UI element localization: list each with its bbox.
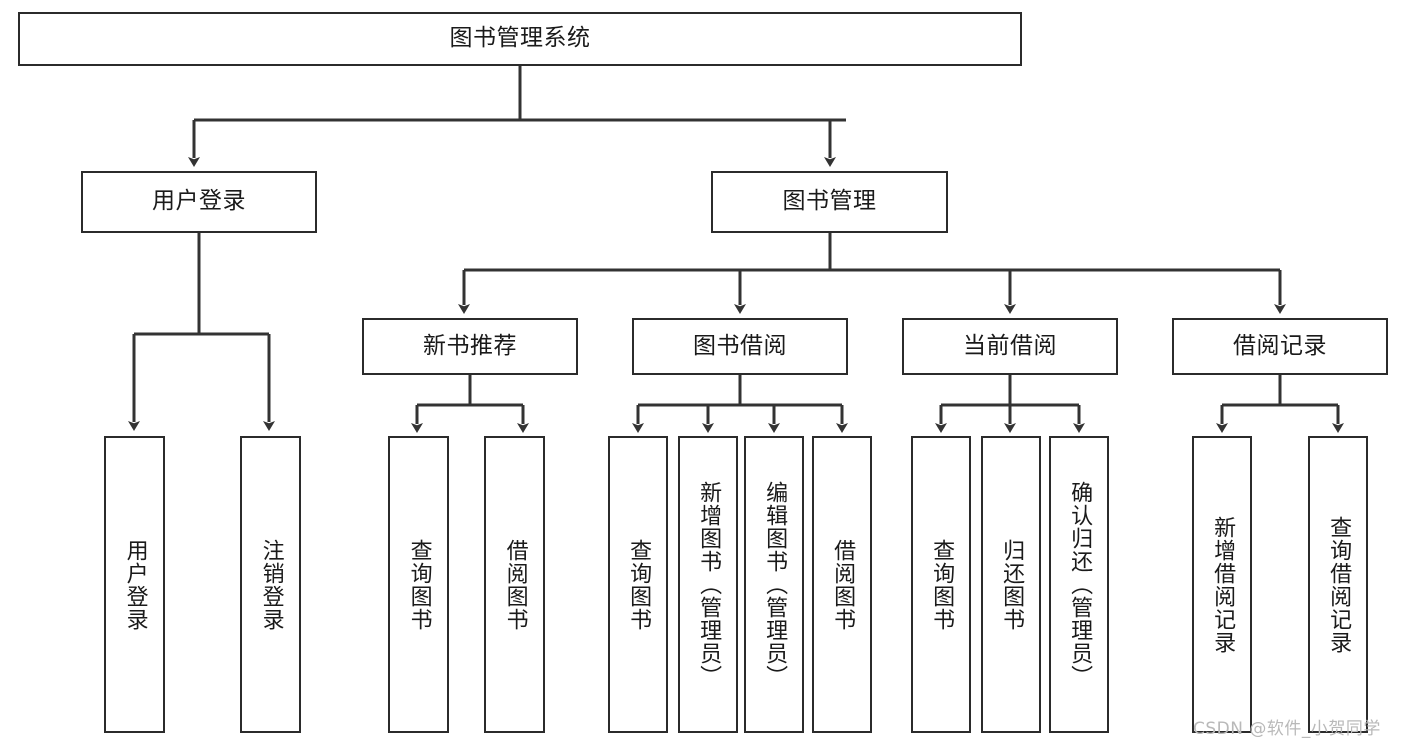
leaf-label: 编辑图书（管理员）	[762, 481, 788, 688]
node-leaf-borrow-book-1[interactable]: 借阅图书	[484, 436, 545, 733]
node-leaf-logout-login[interactable]: 注销登录	[240, 436, 301, 733]
node-leaf-query-book-1[interactable]: 查询图书	[388, 436, 449, 733]
leaf-label: 查询图书	[406, 538, 432, 631]
node-leaf-add-book[interactable]: 新增图书（管理员）	[678, 436, 738, 733]
leaf-label: 注销登录	[258, 538, 284, 631]
node-leaf-confirm-return[interactable]: 确认归还（管理员）	[1049, 436, 1109, 733]
node-leaf-edit-book[interactable]: 编辑图书（管理员）	[744, 436, 804, 733]
leaf-label: 确认归还（管理员）	[1067, 481, 1093, 688]
leaf-label: 查询借阅记录	[1326, 515, 1352, 654]
leaf-label: 新增图书（管理员）	[696, 481, 722, 688]
leaf-label: 新增借阅记录	[1210, 515, 1236, 654]
node-current-borrow[interactable]: 当前借阅	[902, 318, 1118, 375]
node-leaf-borrow-book-2[interactable]: 借阅图书	[812, 436, 872, 733]
node-root-system[interactable]: 图书管理系统	[18, 12, 1022, 66]
node-leaf-user-login[interactable]: 用户登录	[104, 436, 165, 733]
leaf-label: 用户登录	[122, 538, 148, 631]
leaf-label: 查询图书	[929, 538, 955, 631]
node-leaf-return-book[interactable]: 归还图书	[981, 436, 1041, 733]
node-leaf-query-book-2[interactable]: 查询图书	[608, 436, 668, 733]
node-leaf-query-record[interactable]: 查询借阅记录	[1308, 436, 1368, 733]
node-leaf-query-book-3[interactable]: 查询图书	[911, 436, 971, 733]
leaf-label: 借阅图书	[830, 538, 856, 631]
node-leaf-add-record[interactable]: 新增借阅记录	[1192, 436, 1252, 733]
leaf-label: 查询图书	[626, 538, 652, 631]
leaf-label: 归还图书	[999, 538, 1025, 631]
node-book-borrow[interactable]: 图书借阅	[632, 318, 848, 375]
leaf-label: 借阅图书	[502, 538, 528, 631]
node-borrow-record[interactable]: 借阅记录	[1172, 318, 1388, 375]
node-new-book-recommend[interactable]: 新书推荐	[362, 318, 578, 375]
csdn-watermark: CSDN @软件_小贺同学	[1193, 719, 1381, 739]
node-book-manage[interactable]: 图书管理	[711, 171, 948, 233]
node-user-login[interactable]: 用户登录	[81, 171, 317, 233]
